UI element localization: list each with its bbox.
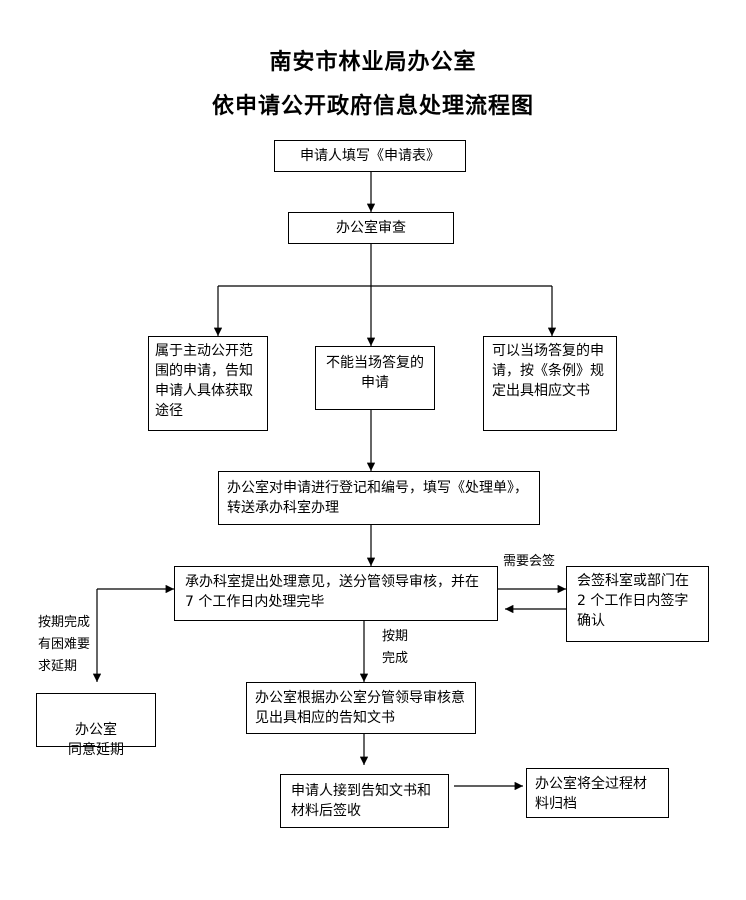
node-register: 办公室对申请进行登记和编号，填写《处理单》，转送承办科室办理: [218, 471, 540, 525]
node-countersign: 会签科室或部门在 2 个工作日内签字确认: [566, 566, 709, 642]
label-delay-1: 按期完成: [38, 615, 91, 630]
title-line-2: 依申请公开政府信息处理流程图: [211, 94, 534, 119]
label-on-time-2: 完成: [382, 651, 409, 666]
node-active-disclosure-text: 属于主动公开范围的申请，告知申请人具体获取途径: [155, 343, 253, 419]
node-archive-text: 办公室将全过程材料归档: [535, 776, 647, 812]
node-review: 办公室审查: [288, 212, 454, 244]
node-immediate-text: 可以当场答复的申请，按《条例》规定出具相应文书: [492, 343, 604, 399]
node-notice: 办公室根据办公室分管领导审核意见出具相应的告知文书: [246, 682, 476, 734]
node-handle-text: 承办科室提出处理意见，送分管领导审核，并在 7 个工作日内处理完毕: [185, 574, 479, 610]
node-receive: 申请人接到告知文书和材料后签收: [280, 774, 449, 828]
node-apply-text: 申请人填写《申请表》: [300, 148, 440, 164]
node-extend: 办公室 同意延期: [36, 693, 156, 758]
node-handle: 承办科室提出处理意见，送分管领导审核，并在 7 个工作日内处理完毕: [174, 566, 498, 621]
node-review-text: 办公室审查: [336, 220, 406, 236]
node-archive: 办公室将全过程材料归档: [526, 768, 669, 818]
node-extend-text: 办公室 同意延期: [68, 722, 124, 758]
node-active-disclosure: 属于主动公开范围的申请，告知申请人具体获取途径: [148, 336, 268, 431]
node-not-immediate-text: 不能当场答复的申请: [326, 355, 424, 391]
node-apply: 申请人填写《申请表》: [274, 140, 466, 172]
label-delay-2: 有困难要: [38, 637, 91, 652]
label-delay-3: 求延期: [38, 659, 78, 674]
node-countersign-text: 会签科室或部门在 2 个工作日内签字确认: [577, 573, 689, 629]
label-need-countersign: 需要会签: [503, 554, 556, 569]
node-immediate: 可以当场答复的申请，按《条例》规定出具相应文书: [483, 336, 617, 431]
label-on-time-1: 按期: [382, 629, 409, 644]
node-notice-text: 办公室根据办公室分管领导审核意见出具相应的告知文书: [255, 690, 465, 726]
node-register-text: 办公室对申请进行登记和编号，填写《处理单》，转送承办科室办理: [227, 480, 528, 516]
node-receive-text: 申请人接到告知文书和材料后签收: [291, 783, 431, 819]
title-line-1: 南安市林业局办公室: [269, 50, 477, 75]
node-not-immediate: 不能当场答复的申请: [315, 346, 435, 410]
